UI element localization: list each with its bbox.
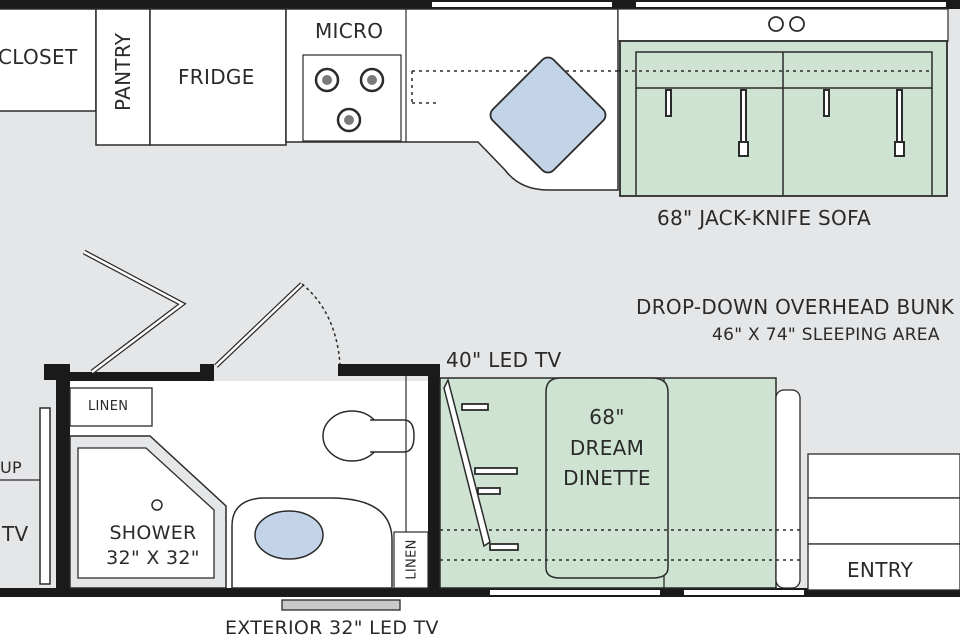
- entry-label: ENTRY: [847, 558, 914, 582]
- burner-icon: [359, 67, 385, 93]
- bath-sink-icon: [254, 510, 324, 560]
- dinette-name-2: DINETTE: [563, 466, 651, 490]
- dinette-table: [545, 377, 669, 579]
- burner-icon: [314, 67, 340, 93]
- linen-side-label: LINEN: [404, 539, 420, 580]
- micro-label: MICRO: [315, 19, 384, 43]
- bath-wall-post: [200, 364, 214, 381]
- cooktop: [302, 54, 402, 142]
- seatbelt-icon: [665, 89, 905, 157]
- closet-label: CLOSET: [0, 45, 78, 69]
- sink-icon: [489, 56, 607, 174]
- below-floor: [0, 597, 960, 640]
- closet-box: [0, 8, 97, 112]
- entry-step: [807, 453, 960, 499]
- bottom-window-2: [684, 590, 804, 595]
- sofa-wall-box: [617, 8, 949, 42]
- linen-cabinet-top: [69, 387, 153, 427]
- bath-door-inner: [215, 283, 303, 367]
- dinette-name-1: DREAM: [569, 436, 645, 460]
- top-window-2: [636, 2, 946, 7]
- seatbelt-icon: [461, 403, 519, 551]
- bath-wall-top-right: [338, 364, 440, 376]
- shower-name: SHOWER: [109, 522, 197, 544]
- led-tv-icon: [443, 377, 491, 548]
- entry-step: [807, 497, 960, 545]
- linen-top-label: LINEN: [88, 399, 129, 414]
- left-tv-label: TV: [2, 522, 29, 546]
- burner-icon: [336, 107, 362, 133]
- bottom-window-1: [490, 590, 660, 595]
- faucet-icon: [768, 16, 805, 32]
- top-window-1: [432, 2, 612, 7]
- left-up-label: UP: [0, 458, 22, 477]
- linen-cabinet-side: [393, 531, 429, 589]
- toilet-icon: [322, 410, 415, 462]
- exterior-tv-icon: [281, 599, 401, 611]
- exterior-tv-label: EXTERIOR 32" LED TV: [225, 617, 439, 639]
- led-tv-label: 40" LED TV: [446, 348, 562, 372]
- sofa-back: [635, 51, 933, 89]
- dinette-armrest: [775, 389, 801, 589]
- shower-size: 32" X 32": [106, 547, 200, 569]
- dinette-size: 68": [589, 405, 625, 429]
- bunk-title: DROP-DOWN OVERHEAD BUNK: [636, 295, 955, 319]
- door-swing-arc: [301, 283, 341, 365]
- drain-icon: [151, 499, 163, 511]
- bath-wall-right: [428, 364, 440, 594]
- fridge-box: [149, 8, 287, 146]
- fridge-label: FRIDGE: [178, 65, 255, 89]
- sofa-label: 68" JACK-KNIFE SOFA: [657, 206, 872, 230]
- bottom-wall: [0, 588, 960, 597]
- shower-pan: [77, 447, 215, 579]
- bath-wall-left: [56, 364, 70, 594]
- overhead-cabinet-line: [411, 71, 440, 104]
- bunk-size: 46" X 74" SLEEPING AREA: [712, 325, 940, 345]
- bath-wall-top-mid: [70, 372, 206, 381]
- pantry-label: PANTRY: [111, 32, 135, 111]
- left-tv: [39, 407, 51, 585]
- entry-step: [807, 543, 960, 591]
- folding-door-inner: [83, 250, 185, 373]
